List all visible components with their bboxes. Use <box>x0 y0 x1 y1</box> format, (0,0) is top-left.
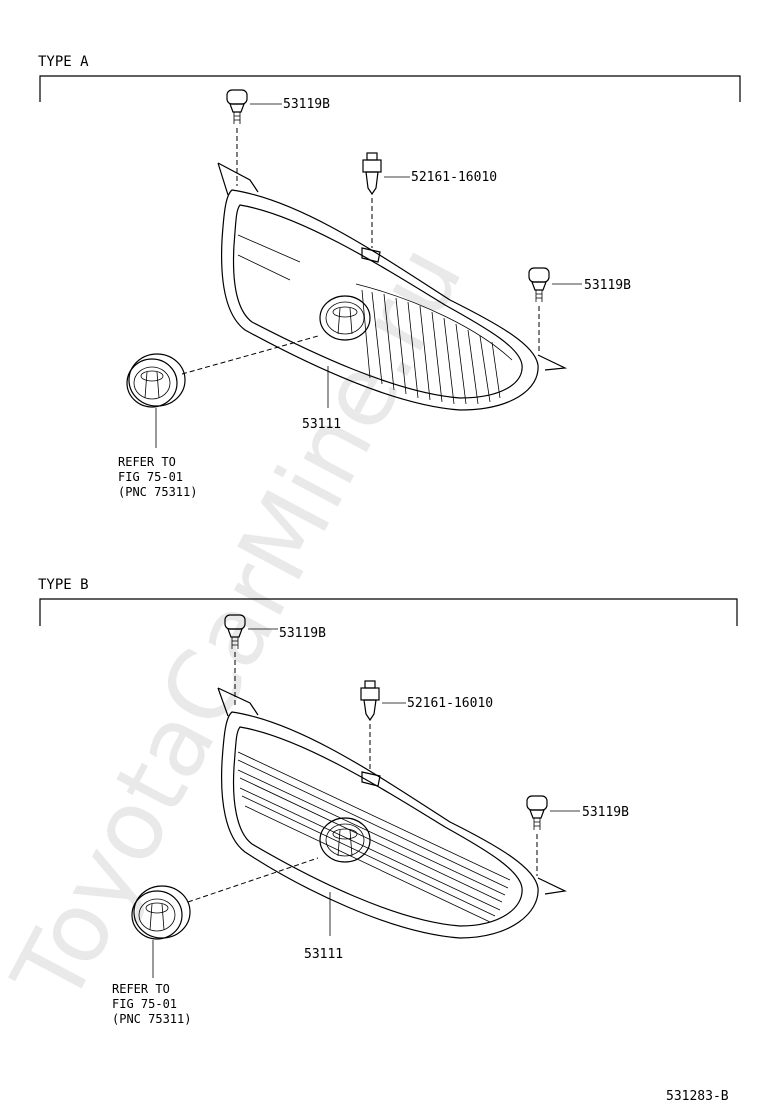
clip-a-part-number: 52161-16010 <box>411 170 497 185</box>
type-b-bracket <box>39 598 738 626</box>
refer-a-line1: REFER TO <box>118 455 176 469</box>
bolt-b-right-part-number: 53119B <box>582 805 629 820</box>
bolt-a-right-drawing <box>528 267 550 302</box>
refer-a-line2: FIG 75-01 <box>118 470 183 484</box>
grille-b-part-number: 53111 <box>304 947 343 962</box>
grille-a-part-number: 53111 <box>302 417 341 432</box>
refer-b-line2: FIG 75-01 <box>112 997 177 1011</box>
clip-a-drawing <box>362 152 382 196</box>
diagram-id: 531283-B <box>666 1089 729 1104</box>
grille-a-drawing <box>217 162 568 411</box>
emblem-a-dashed-line <box>181 335 319 375</box>
refer-a-line3: (PNC 75311) <box>118 485 197 499</box>
watermark-text: ToyotaCarMine.ru <box>0 228 484 1022</box>
emblem-a-drawing <box>126 353 186 408</box>
refer-b-line3: (PNC 75311) <box>112 1012 191 1026</box>
type-a-bracket <box>39 75 741 102</box>
clip-b-drawing <box>360 680 380 722</box>
clip-b-part-number: 52161-16010 <box>407 696 493 711</box>
section-type-a: TYPE A <box>38 54 741 499</box>
section-type-b: TYPE B <box>38 577 738 1026</box>
type-a-label: TYPE A <box>38 54 89 70</box>
bolt-b-left-drawing <box>224 614 246 649</box>
emblem-b-dashed-line <box>187 857 319 903</box>
bolt-a-left-part-number: 53119B <box>283 97 330 112</box>
bolt-b-left-part-number: 53119B <box>279 626 326 641</box>
grille-b-drawing <box>217 687 568 939</box>
bolt-b-right-drawing <box>526 795 548 830</box>
bolt-a-right-part-number: 53119B <box>584 278 631 293</box>
emblem-b-drawing <box>131 885 191 940</box>
bolt-a-left-drawing <box>226 89 248 124</box>
refer-b-line1: REFER TO <box>112 982 170 996</box>
type-b-label: TYPE B <box>38 577 89 593</box>
